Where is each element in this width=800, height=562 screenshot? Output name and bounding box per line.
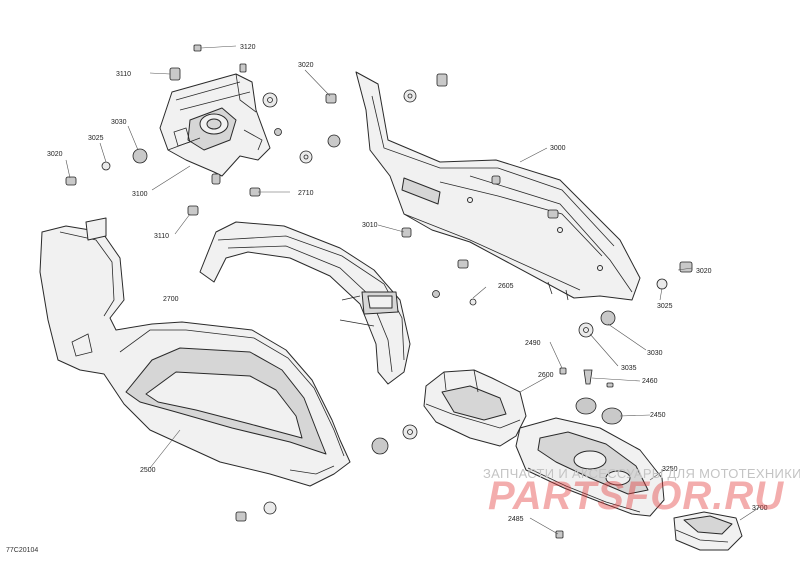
callout-2710: 2710 <box>298 190 314 197</box>
callout-2700: 2700 <box>163 296 179 303</box>
callout-3035: 3035 <box>621 365 637 372</box>
callout-3020: 3020 <box>298 62 314 69</box>
callout-3110: 3110 <box>154 233 169 240</box>
hardware-items <box>65 44 693 539</box>
callout-2485: 2485 <box>508 516 524 523</box>
callout-3025: 3025 <box>657 303 673 310</box>
watermark-logo: PARTSFOR.RU <box>488 474 785 518</box>
callout-3025: 3025 <box>88 135 104 142</box>
callout-2500: 2500 <box>140 467 156 474</box>
callout-3250: 3250 <box>662 466 678 473</box>
callout-3030: 3030 <box>111 119 127 126</box>
callout-2490: 2490 <box>525 340 541 347</box>
callout-labels: 3120 3110 3030 3025 3020 3100 3110 3020 … <box>6 44 768 554</box>
console-2500-shape <box>39 217 351 487</box>
callout-3020: 3020 <box>47 151 63 158</box>
callout-2605: 2605 <box>498 283 514 290</box>
panel-2700-shape <box>199 221 411 385</box>
callout-2460: 2460 <box>642 378 658 385</box>
callout-3000: 3000 <box>550 145 566 152</box>
callout-3030: 3030 <box>647 350 663 357</box>
callout-3020: 3020 <box>696 268 712 275</box>
block-3700-shape <box>673 511 743 551</box>
callout-3110: 3110 <box>116 71 131 78</box>
leader-lines <box>65 45 761 535</box>
callout-3100: 3100 <box>132 191 148 198</box>
callout-3010: 3010 <box>362 222 378 229</box>
callout-3700: 3700 <box>752 505 768 512</box>
bracket-3100-shape <box>159 73 271 177</box>
figure-reference-code: 77C20104 <box>6 547 38 554</box>
tray-2600-shape <box>423 369 527 447</box>
console-base-3250-shape <box>515 417 665 517</box>
callout-2450: 2450 <box>650 412 666 419</box>
bracket-3000-shape <box>355 71 641 301</box>
callout-3120: 3120 <box>240 44 256 51</box>
callout-2600: 2600 <box>538 372 554 379</box>
watermark-tagline: ЗАПЧАСТИ И АКСЕССУАРЫ ДЛЯ МОТОТЕХНИКИ <box>483 466 800 481</box>
